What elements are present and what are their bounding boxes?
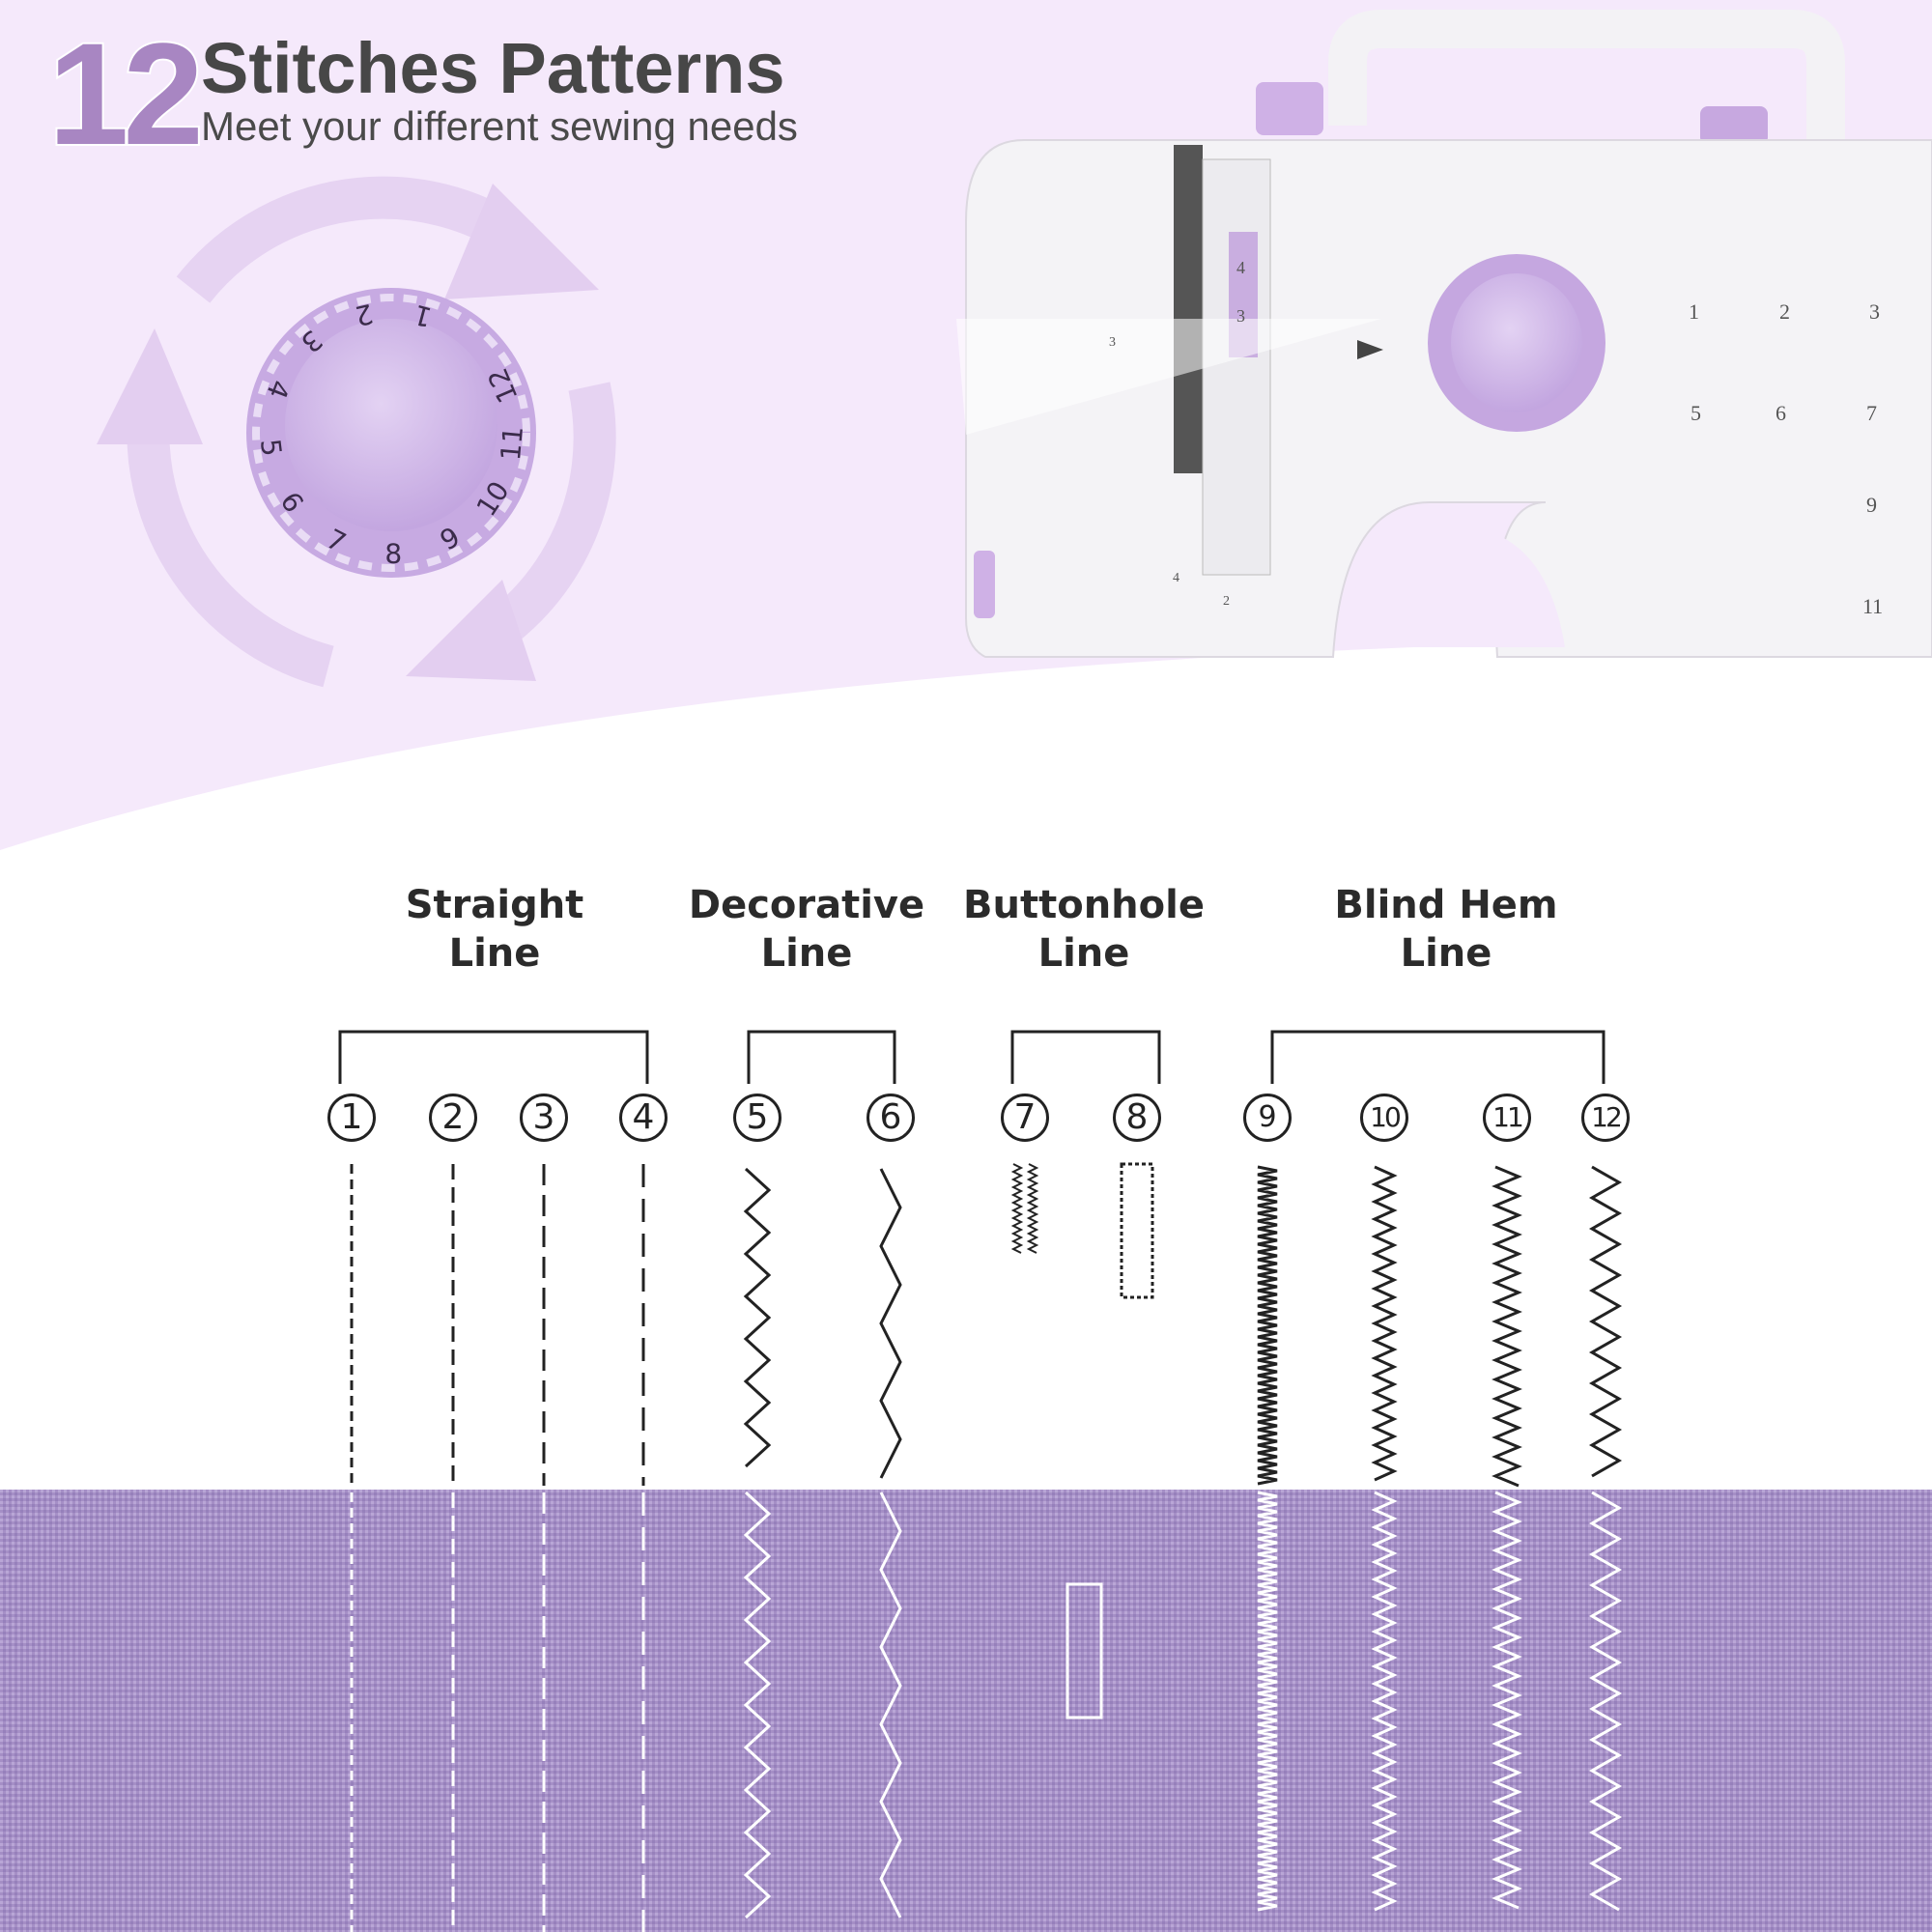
stitch-number: 6 [867,1094,915,1142]
panel-stitch-number: 6 [1776,401,1786,425]
stitch-number: 11 [1483,1094,1531,1142]
stitch-pattern-7 [1010,1163,1039,1254]
tension-mark: 4 [1236,258,1245,277]
stitch-pattern-5 [743,1167,772,1919]
stitch-number: 12 [1581,1094,1630,1142]
thread-guide-mark: 3 [1109,335,1116,350]
category-label: Line [1400,931,1492,976]
stitch-dial[interactable] [246,288,536,578]
stitch-number: 4 [619,1094,668,1142]
stitch-number: 2 [429,1094,477,1142]
dial-number: 5 [254,437,288,458]
panel-stitch-number: 5 [1690,401,1701,425]
category-label: Line [448,931,541,976]
fabric-swatch [0,1490,1932,1932]
category-label: Straight [405,883,584,927]
category-brackets [338,1030,1605,1084]
stitch-number: 5 [733,1094,781,1142]
arrow-heads [97,184,599,681]
page-subtitle: Meet your different sewing needs [201,103,798,149]
stitch-pattern-12 [1588,1165,1623,1912]
category-label: Line [760,931,853,976]
category-label: Decorative [688,883,925,927]
stitch-number: 7 [1001,1094,1049,1142]
stitch-pattern-11 [1492,1165,1522,1910]
category-label: Blind Hem [1334,883,1558,927]
pattern-count: 12 [46,13,206,175]
page-title: Stitches Patterns [201,28,785,108]
stitch-number: 9 [1243,1094,1292,1142]
stitch-pattern-8 [1065,1162,1154,1719]
tension-mark: 3 [1236,306,1245,326]
sewing-machine [956,10,1932,658]
panel-stitch-number: 11 [1862,594,1883,618]
stitch-number: 3 [520,1094,568,1142]
panel-stitch-number: 9 [1866,493,1877,517]
panel-stitch-number: 2 [1779,299,1790,324]
stitch-number: 8 [1113,1094,1161,1142]
category-label: Buttonhole [963,883,1205,927]
panel-stitch-number: 7 [1866,401,1877,425]
panel-stitch-number: 3 [1869,299,1880,324]
stitch-number: 1 [327,1094,376,1142]
thread-guide-mark: 4 [1173,571,1179,585]
stitch-pattern-9 [1257,1165,1278,1912]
stitch-number: 10 [1360,1094,1408,1142]
category-label: Line [1037,931,1130,976]
dial-number: 8 [384,538,402,570]
stitch-pattern-6 [879,1168,902,1918]
dial-number: 11 [495,425,529,462]
panel-stitch-number: 1 [1689,299,1699,324]
stitch-pattern-10 [1371,1165,1398,1912]
thread-guide-mark: 2 [1223,594,1230,609]
